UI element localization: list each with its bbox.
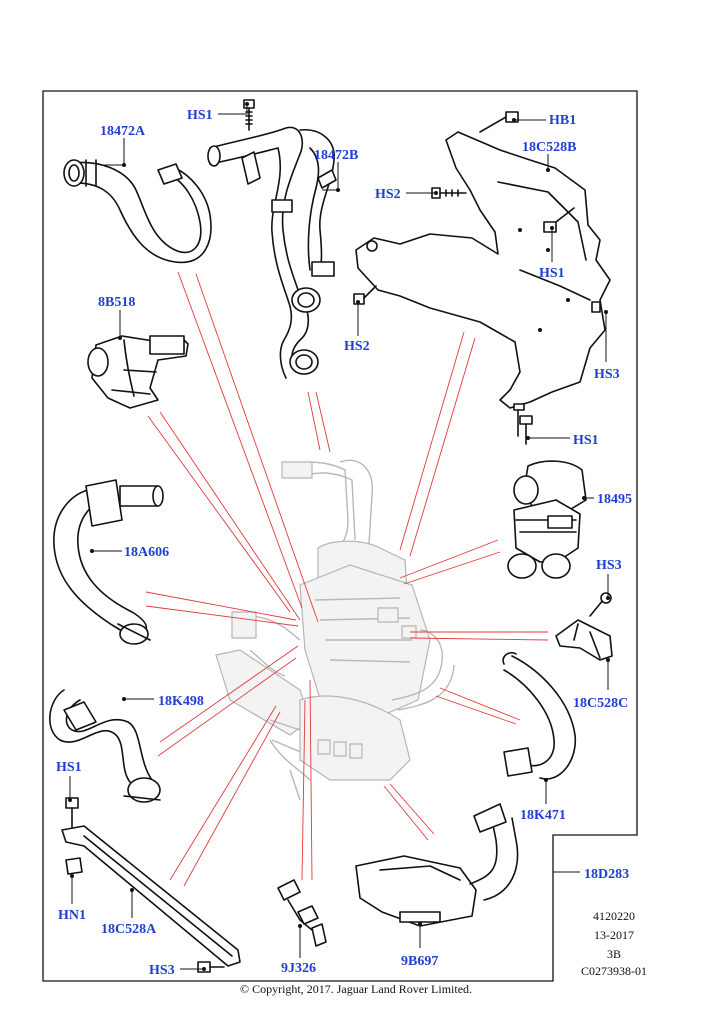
- central-assembly-ghost: [215, 459, 455, 801]
- callout-leaders: [68, 102, 610, 971]
- reference-lines: [145, 271, 549, 887]
- callout-18k498[interactable]: 18K498: [158, 694, 204, 709]
- callout-hs2-a[interactable]: HS2: [375, 187, 401, 202]
- callout-hs2-b[interactable]: HS2: [344, 339, 370, 354]
- callout-hs1-d[interactable]: HS1: [56, 760, 82, 775]
- hose-18k498: [49, 689, 161, 803]
- callout-hs1-c[interactable]: HS1: [573, 433, 599, 448]
- bolt-hs1-c: [519, 415, 533, 445]
- callout-hs3-a[interactable]: HS3: [594, 367, 620, 382]
- reference-line-1: 4120220: [593, 909, 635, 923]
- callout-9j326[interactable]: 9J326: [281, 961, 316, 976]
- bolt-hb1: [479, 111, 519, 133]
- callout-18c528c[interactable]: 18C528C: [573, 696, 628, 711]
- copyright-notice: © Copyright, 2017. Jaguar Land Rover Lim…: [240, 982, 472, 996]
- strap-18c528a: [61, 825, 241, 967]
- hose-18k471: [502, 651, 577, 780]
- callout-18d283[interactable]: 18D283: [584, 867, 629, 882]
- callout-hn1[interactable]: HN1: [58, 908, 86, 923]
- callout-9b697[interactable]: 9B697: [401, 954, 438, 969]
- callout-18c528a[interactable]: 18C528A: [101, 922, 157, 937]
- callout-hs3-c[interactable]: HS3: [149, 963, 175, 978]
- bolt-hs3-c: [197, 961, 225, 973]
- reference-line-2: 13-2017: [594, 928, 634, 942]
- reference-line-3: 3B: [607, 947, 621, 961]
- hose-18472b: [207, 126, 337, 379]
- callout-hs1-b[interactable]: HS1: [539, 266, 565, 281]
- hose-18472a: [63, 159, 212, 264]
- callout-hs3-b[interactable]: HS3: [596, 558, 622, 573]
- callout-hs1-top[interactable]: HS1: [187, 108, 213, 123]
- bracket-18c528c: [555, 619, 613, 661]
- bracket-18c528b: [355, 131, 611, 437]
- reference-block: 4120220 13-2017 3B C0273938-01: [581, 909, 647, 978]
- callout-18472b[interactable]: 18472B: [314, 148, 358, 163]
- heater-9b697: [355, 803, 519, 927]
- reference-line-4: C0273938-01: [581, 964, 647, 978]
- diagram-frame: [42, 90, 638, 982]
- valve-18495: [507, 460, 587, 579]
- callout-labels: HS1 18472A 18472B HB1 18C528B HS2 HS1 HS…: [56, 108, 632, 978]
- hose-18a606: [53, 479, 164, 645]
- callout-8b518[interactable]: 8B518: [98, 295, 135, 310]
- pump-8b518: [87, 335, 189, 409]
- callout-18k471[interactable]: 18K471: [520, 808, 566, 823]
- sensor-9j326: [277, 879, 327, 947]
- callout-18a606[interactable]: 18A606: [124, 545, 169, 560]
- callout-18c528b[interactable]: 18C528B: [522, 140, 576, 155]
- callout-hb1[interactable]: HB1: [549, 113, 576, 128]
- callout-18495[interactable]: 18495: [597, 492, 632, 507]
- callout-18472a[interactable]: 18472A: [100, 124, 146, 139]
